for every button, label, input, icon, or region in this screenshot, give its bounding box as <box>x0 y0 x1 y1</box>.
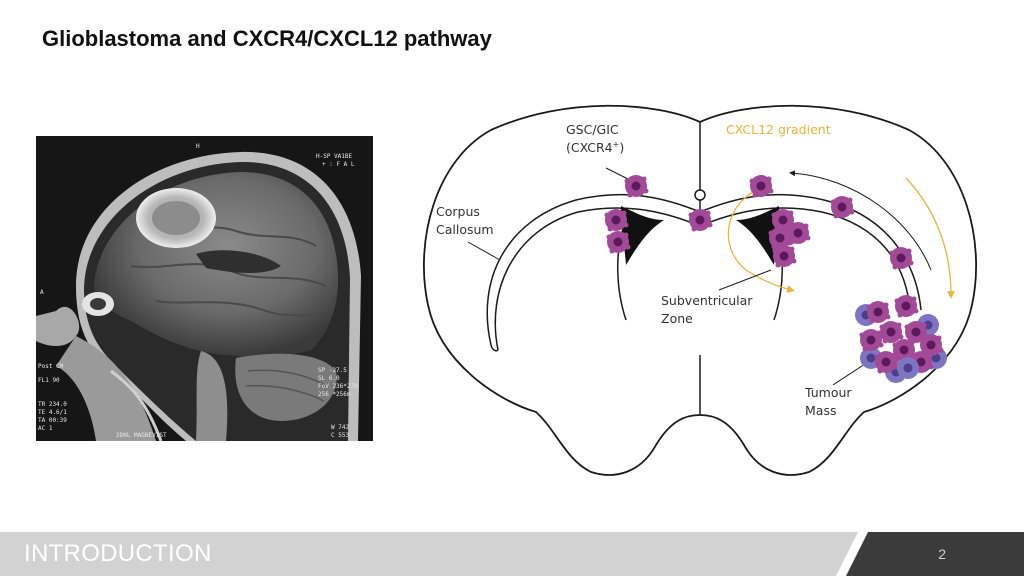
mri-left-line-5: TA 00:39 <box>38 417 67 424</box>
label-gsc-gic: GSC/GIC <box>566 122 619 137</box>
label-mass: Mass <box>805 403 836 418</box>
tumour-mass <box>855 295 947 383</box>
mri-bottom-right-1: W 742 <box>331 424 349 431</box>
mri-top-right-1: H-SP VA1BE <box>316 153 353 160</box>
mri-left-line-1: Post CM <box>38 363 64 370</box>
mri-bottom-left: 2DNL MAGNEVIST <box>116 432 167 439</box>
mri-sagittal-scan: H H-SP VA1BE + : F A L A Post CM FL1 90 … <box>36 136 373 441</box>
mri-left-marker: A <box>40 289 44 296</box>
mri-top-right-2: + : F A L <box>322 161 355 168</box>
page-number: 2 <box>938 546 946 562</box>
mri-brain-image: H H-SP VA1BE + : F A L A Post CM FL1 90 … <box>36 136 373 441</box>
mri-right-line-4: 256 *256m <box>318 391 351 398</box>
mri-left-line-6: AC 1 <box>38 425 53 432</box>
mri-bottom-right-2: C 553 <box>331 432 349 439</box>
label-tumour: Tumour <box>804 385 852 400</box>
brain-coronal-diagram: GSC/GIC (CXCR4+) CXCL12 gradient Corpus … <box>422 104 978 476</box>
footer-bands <box>0 532 1024 576</box>
label-zone: Zone <box>661 311 693 326</box>
label-cxcl12-gradient: CXCL12 gradient <box>726 122 831 137</box>
mri-right-line-2: SL 6.0 <box>318 375 340 382</box>
mri-left-line-4: TE 4.6/1 <box>38 409 67 416</box>
footer-right-band <box>846 532 1024 576</box>
cxcl12-gradient-arrow-outer <box>905 177 955 299</box>
section-label: INTRODUCTION <box>24 540 212 567</box>
slide-footer: INTRODUCTION 2 <box>0 532 1024 576</box>
mri-right-line-3: FoV 236*270 <box>318 383 358 390</box>
left-ventricle <box>620 206 664 265</box>
gsc-cell <box>830 196 855 219</box>
cxcl12-gradient-arrow-inner <box>727 189 795 293</box>
footer-left-band <box>0 532 858 576</box>
gsc-cell <box>772 245 797 268</box>
migration-arrow <box>789 170 932 271</box>
mri-right-line-1: SP -27.5 <box>318 367 347 374</box>
gsc-cell <box>624 175 649 198</box>
mri-top-marker: H <box>196 143 200 150</box>
slide-title: Glioblastoma and CXCR4/CXCL12 pathway <box>42 26 492 51</box>
label-callosum: Callosum <box>436 222 494 237</box>
label-subventricular: Subventricular <box>661 293 753 308</box>
right-ventricle <box>736 206 780 265</box>
mri-left-line-2: FL1 90 <box>38 377 60 384</box>
label-cxcr4: (CXCR4+) <box>566 140 624 155</box>
label-corpus: Corpus <box>436 204 480 219</box>
gsc-cell <box>688 209 713 232</box>
mri-left-line-3: TR 234.0 <box>38 401 67 408</box>
gsc-cell <box>749 175 774 198</box>
